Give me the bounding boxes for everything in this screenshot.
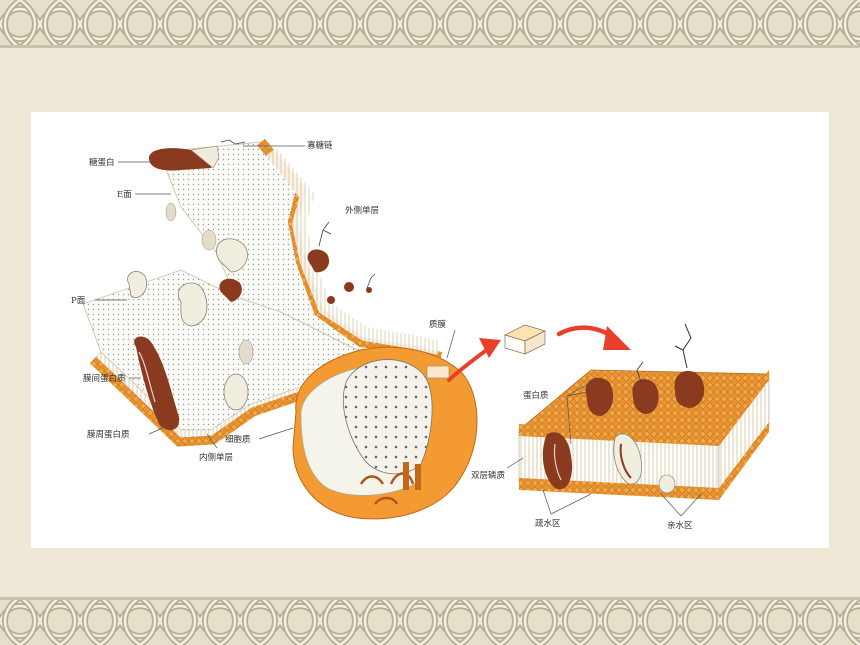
membrane-diagram-panel: 糖蛋白 寡糖链 E面 外侧单层 P面 质膜 膜间蛋白质 膜周蛋白质 内侧单层 细… — [31, 112, 829, 548]
diagram-labels: 糖蛋白 寡糖链 E面 外侧单层 P面 质膜 膜间蛋白质 膜周蛋白质 内侧单层 细… — [71, 140, 693, 531]
label-cytoplasm: 细胞质 — [225, 434, 251, 445]
label-oligosaccharide: 寡糖链 — [307, 140, 333, 151]
leader-lines — [95, 145, 702, 517]
label-lipid-bilayer: 双层磷质 — [471, 470, 506, 481]
top-border-pattern — [0, 0, 860, 48]
label-hydrophobic-region: 疏水区 — [535, 518, 561, 529]
membrane-diagram: 糖蛋白 寡糖链 E面 外侧单层 P面 质膜 膜间蛋白质 膜周蛋白质 内侧单层 细… — [71, 138, 770, 531]
label-p-face: P面 — [71, 296, 86, 306]
label-inner-leaflet: 内侧单层 — [199, 452, 233, 463]
label-e-face: E面 — [117, 190, 132, 200]
membrane-segment-cube — [504, 324, 546, 355]
label-plasma-membrane: 质膜 — [429, 319, 447, 330]
label-glycoprotein: 糖蛋白 — [89, 157, 115, 168]
label-protein: 蛋白质 — [523, 390, 549, 401]
label-integral-protein: 膜间蛋白质 — [83, 373, 126, 384]
label-outer-leaflet: 外侧单层 — [345, 205, 379, 216]
fluid-mosaic-block — [517, 323, 770, 500]
arrows — [447, 325, 631, 382]
label-hydrophilic-region: 亲水区 — [667, 520, 693, 531]
cell-illustration — [292, 346, 478, 520]
label-peripheral-protein: 膜周蛋白质 — [87, 429, 130, 440]
bottom-border-pattern — [0, 597, 860, 645]
